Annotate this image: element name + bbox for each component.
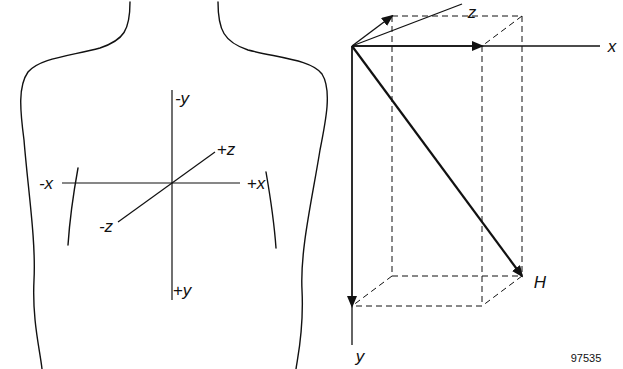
component-box (352, 16, 522, 306)
axis-label: +y (173, 282, 191, 299)
axis-label: x (608, 38, 617, 55)
figure-number: 97535 (571, 353, 602, 364)
axis-label: -z (99, 218, 113, 235)
vector-label: H (534, 274, 546, 291)
axis-label: -y (175, 90, 189, 107)
axis-label: +z (217, 141, 235, 158)
torso-outline (21, 2, 328, 369)
axis-label: y (356, 348, 365, 365)
axis-label: +x (247, 175, 265, 192)
body-axes (62, 90, 240, 300)
axis-label: -x (39, 175, 53, 192)
vector-axes (352, 4, 600, 345)
axis-label: z (468, 4, 477, 21)
